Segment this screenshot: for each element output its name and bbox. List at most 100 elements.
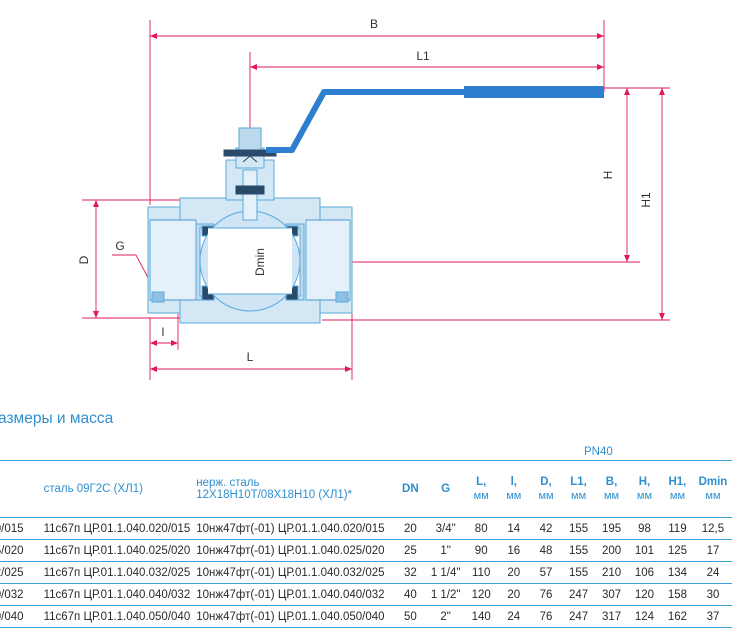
- row-stainless-model: 10нж47фт(-01) ЦР.01.1.040.020/015: [196, 517, 395, 540]
- row-Dmin: 30: [693, 583, 732, 606]
- row-dn: 32: [394, 561, 427, 584]
- header-Dmin: Dmin: [698, 476, 728, 488]
- row-Dmin: 17: [693, 539, 732, 562]
- dim-label-B: B: [370, 17, 378, 31]
- table-row: 020/015 11с67п ЦР.01.1.040.020/015 10нж4…: [0, 517, 732, 540]
- dim-label-H1: H1: [639, 192, 653, 208]
- row-dn: 20: [394, 517, 427, 540]
- header-L: L,: [476, 476, 487, 488]
- row-g: 2": [426, 605, 465, 628]
- row-stainless-model: 10нж47фт(-01) ЦР.01.1.040.050/040: [196, 605, 395, 628]
- dim-label-l: l: [162, 325, 165, 339]
- row-B: 307: [595, 583, 629, 606]
- table-row: 050/040 11с67п ЦР.01.1.040.050/040 10нж4…: [0, 605, 732, 628]
- header-l-unit: мм: [506, 490, 522, 502]
- header-Dmin-unit: мм: [705, 490, 721, 502]
- table-row: 032/025 11с67п ЦР.01.1.040.032/025 10нж4…: [0, 561, 732, 584]
- dimension-lines: [82, 20, 670, 380]
- row-L1: 247: [562, 583, 596, 606]
- row-g: 3/4": [426, 517, 465, 540]
- row-L1: 155: [562, 539, 596, 562]
- row-code: 032/025: [0, 561, 44, 584]
- row-steel-model: 11с67п ЦР.01.1.040.020/015: [43, 517, 197, 540]
- row-D: 48: [529, 539, 563, 562]
- row-H: 120: [628, 583, 661, 606]
- pn-class-label: PN40: [583, 446, 613, 458]
- row-H1: 119: [660, 517, 694, 540]
- row-l: 20: [497, 561, 530, 584]
- row-dn: 40: [394, 583, 427, 606]
- row-steel-model: 11с67п ЦР.01.1.040.050/040: [43, 605, 197, 628]
- table-row: 040/032 11с67п ЦР.01.1.040.040/032 10нж4…: [0, 583, 732, 606]
- header-L-unit: мм: [473, 490, 489, 502]
- header-L1: L1,: [570, 476, 587, 488]
- row-H1: 125: [660, 539, 694, 562]
- valve-handle: [266, 86, 604, 153]
- row-H: 101: [628, 539, 661, 562]
- header-stainless-line2: 12Х18Н10Т/08Х18Н10 (ХЛ1)*: [196, 489, 353, 501]
- row-l: 24: [497, 605, 530, 628]
- header-steel-09g2s: сталь 09Г2С (ХЛ1): [43, 483, 143, 495]
- row-g: 1 1/2": [426, 583, 465, 606]
- row-H: 124: [628, 605, 661, 628]
- row-Dmin: 37: [693, 605, 732, 628]
- header-B-unit: мм: [603, 490, 620, 502]
- row-Dmin: 24: [693, 561, 732, 584]
- valve-stem: [223, 127, 277, 221]
- row-stainless-model: 10нж47фт(-01) ЦР.01.1.040.032/025: [196, 561, 395, 584]
- row-B: 210: [595, 561, 629, 584]
- row-B: 195: [595, 517, 629, 540]
- header-D-unit: мм: [538, 490, 554, 502]
- row-L: 120: [464, 583, 498, 606]
- ball-valve-drawing: B L1 H H1 D G Dmin l L: [77, 17, 670, 380]
- section-title: азмеры и масса: [0, 410, 114, 427]
- header-H-unit: мм: [636, 490, 653, 502]
- row-l: 14: [497, 517, 530, 540]
- dim-label-L: L: [247, 350, 254, 364]
- header-D: D,: [540, 476, 552, 488]
- row-H1: 158: [660, 583, 694, 606]
- row-L: 140: [464, 605, 498, 628]
- row-l: 20: [497, 583, 530, 606]
- row-H: 98: [628, 517, 661, 540]
- row-dn: 25: [394, 539, 427, 562]
- row-stainless-model: 10нж47фт(-01) ЦР.01.1.040.040/032: [196, 583, 395, 606]
- row-L: 110: [464, 561, 498, 584]
- header-dn: DN: [402, 483, 419, 495]
- row-B: 317: [595, 605, 629, 628]
- row-H: 106: [628, 561, 661, 584]
- row-D: 76: [529, 583, 563, 606]
- header-l: l,: [510, 476, 517, 488]
- row-steel-model: 11с67п ЦР.01.1.040.040/032: [43, 583, 197, 606]
- row-H1: 134: [660, 561, 694, 584]
- row-code: 020/015: [0, 517, 44, 540]
- dim-label-Dmin: Dmin: [253, 248, 267, 276]
- header-g: G: [441, 483, 451, 495]
- row-code: 050/040: [0, 605, 44, 628]
- row-steel-model: 11с67п ЦР.01.1.040.025/020: [43, 539, 197, 562]
- row-code: 025/020: [0, 539, 44, 562]
- table-row: 025/020 11с67п ЦР.01.1.040.025/020 10нж4…: [0, 539, 732, 562]
- header-H: H,: [638, 476, 651, 488]
- row-g: 1": [426, 539, 465, 562]
- row-dn: 50: [394, 605, 427, 628]
- row-l: 16: [497, 539, 530, 562]
- header-H1-unit: мм: [669, 490, 685, 502]
- row-D: 57: [529, 561, 563, 584]
- header-stainless-line1: нерж. сталь: [196, 477, 260, 489]
- row-D: 42: [529, 517, 563, 540]
- row-H1: 162: [660, 605, 694, 628]
- row-B: 200: [595, 539, 629, 562]
- dim-label-L1: L1: [416, 49, 430, 63]
- row-L: 90: [464, 539, 498, 562]
- dim-label-D: D: [77, 255, 91, 264]
- dim-label-H: H: [601, 171, 615, 180]
- row-Dmin: 12,5: [693, 517, 732, 540]
- row-g: 1 1/4": [426, 561, 465, 584]
- row-D: 76: [529, 605, 563, 628]
- row-stainless-model: 10нж47фт(-01) ЦР.01.1.040.025/020: [196, 539, 395, 562]
- row-L1: 155: [562, 561, 596, 584]
- dim-label-G: G: [115, 239, 124, 253]
- row-steel-model: 11с67п ЦР.01.1.040.032/025: [43, 561, 197, 584]
